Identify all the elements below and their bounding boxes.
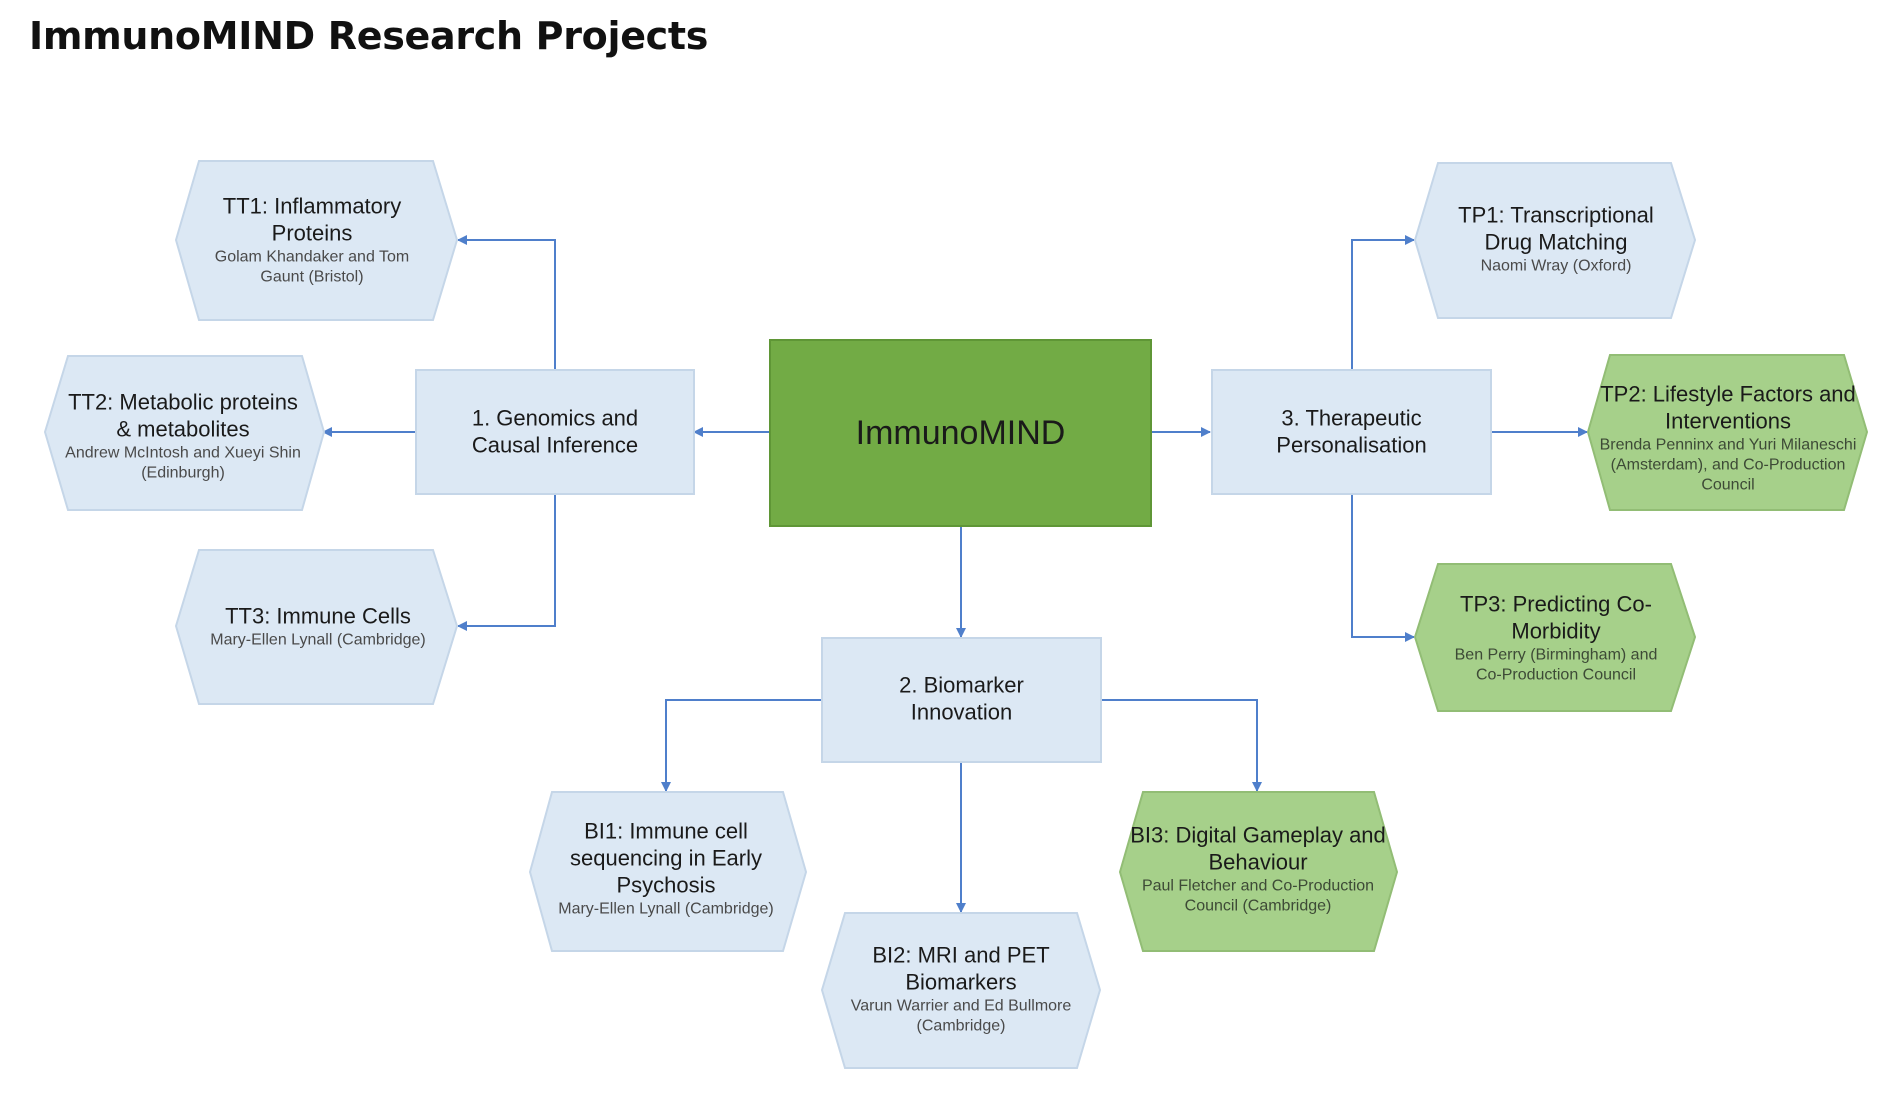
project-title-line: TP3: Predicting Co- bbox=[1460, 592, 1652, 617]
project-people-line: (Cambridge) bbox=[917, 1018, 1006, 1035]
theme-box-shape bbox=[1211, 369, 1492, 495]
project-bi2: BI2: MRI and PET Biomarkers Varun Warrie… bbox=[820, 912, 1102, 1069]
project-people-line: (Edinburgh) bbox=[141, 465, 225, 482]
theme-label-line1: 2. Biomarker bbox=[899, 673, 1024, 698]
project-tt2: TT2: Metabolic proteins & metabolites An… bbox=[43, 355, 326, 511]
hexagon-shape bbox=[174, 160, 459, 321]
project-title-line: TT2: Metabolic proteins bbox=[68, 390, 298, 415]
project-people-line: Andrew McIntosh and Xueyi Shin bbox=[65, 445, 301, 462]
project-title-line: BI1: Immune cell bbox=[584, 819, 748, 844]
theme-box-shape bbox=[415, 369, 695, 495]
project-title-line: BI3: Digital Gameplay and bbox=[1130, 823, 1386, 848]
theme-biomarker: 2. Biomarker Innovation bbox=[821, 637, 1102, 763]
connector-biomarker-to-bi1 bbox=[661, 699, 822, 792]
hexagon-shape bbox=[528, 791, 808, 952]
project-title-line: Drug Matching bbox=[1484, 230, 1627, 255]
project-bi3: BI3: Digital Gameplay and Behaviour Paul… bbox=[1118, 791, 1399, 952]
project-title-line: BI2: MRI and PET bbox=[872, 943, 1049, 968]
project-title-line: Psychosis bbox=[616, 873, 715, 898]
project-tp2: TP2: Lifestyle Factors and Interventions… bbox=[1586, 354, 1869, 511]
hexagon-shape bbox=[820, 912, 1102, 1069]
theme-label-line2: Innovation bbox=[911, 700, 1013, 725]
project-people-line: Brenda Penninx and Yuri Milaneschi bbox=[1600, 437, 1857, 454]
project-people-line: Varun Warrier and Ed Bullmore bbox=[851, 998, 1072, 1015]
theme-label-line2: Causal Inference bbox=[472, 433, 638, 458]
theme-therapeutic: 3. Therapeutic Personalisation bbox=[1211, 369, 1492, 495]
project-title-line: Biomarkers bbox=[905, 970, 1016, 995]
hexagon-shape bbox=[1586, 354, 1869, 511]
project-title-line: TP1: Transcriptional bbox=[1458, 203, 1654, 228]
hexagon-shape bbox=[174, 549, 459, 705]
theme-label-line2: Personalisation bbox=[1276, 433, 1426, 458]
project-title-line: & metabolites bbox=[116, 417, 249, 442]
project-people-line: Paul Fletcher and Co-Production bbox=[1142, 878, 1374, 895]
page-title: ImmunoMIND Research Projects bbox=[29, 14, 709, 58]
theme-label-line1: 3. Therapeutic bbox=[1281, 406, 1421, 431]
project-tp3: TP3: Predicting Co- Morbidity Ben Perry … bbox=[1413, 563, 1697, 712]
project-people-line: Gaunt (Bristol) bbox=[260, 269, 363, 286]
project-people-line: Mary-Ellen Lynall (Cambridge) bbox=[210, 632, 425, 649]
project-people-line: Co-Production Council bbox=[1476, 667, 1636, 684]
project-title-line: TP2: Lifestyle Factors and bbox=[1600, 382, 1856, 407]
project-title-line: Proteins bbox=[272, 221, 353, 246]
project-title-line: TT1: Inflammatory bbox=[223, 194, 401, 219]
theme-genomics: 1. Genomics and Causal Inference bbox=[415, 369, 695, 495]
project-title-line: Morbidity bbox=[1511, 619, 1600, 644]
project-people-line: Council (Cambridge) bbox=[1185, 898, 1332, 915]
project-tt3: TT3: Immune Cells Mary-Ellen Lynall (Cam… bbox=[174, 549, 459, 705]
connector-biomarker-to-bi3 bbox=[1101, 699, 1262, 792]
hexagon-shape bbox=[43, 355, 326, 511]
theme-box-shape bbox=[821, 637, 1102, 763]
theme-label-line1: 1. Genomics and bbox=[472, 406, 638, 431]
connector-genomics-to-tt3 bbox=[457, 494, 556, 631]
project-title-line: Behaviour bbox=[1208, 850, 1307, 875]
project-people-line: (Amsterdam), and Co-Production bbox=[1611, 457, 1846, 474]
hexagon-shape bbox=[1413, 563, 1697, 712]
project-people-line: Naomi Wray (Oxford) bbox=[1481, 258, 1632, 275]
center-node-label: ImmunoMIND bbox=[856, 414, 1066, 452]
connector-genomics-to-tt1 bbox=[457, 235, 556, 370]
project-people-line: Mary-Ellen Lynall (Cambridge) bbox=[558, 901, 773, 918]
connector-therapeutic-to-tp3 bbox=[1351, 494, 1415, 642]
center-node-shape bbox=[769, 339, 1152, 527]
project-tp1: TP1: Transcriptional Drug Matching Naomi… bbox=[1413, 162, 1697, 319]
project-people-line: Ben Perry (Birmingham) and bbox=[1455, 647, 1658, 664]
immunomind-center-node: ImmunoMIND bbox=[769, 339, 1152, 527]
hexagon-shape bbox=[1118, 791, 1399, 952]
project-people-line: Council bbox=[1701, 477, 1754, 494]
project-tt1: TT1: Inflammatory Proteins Golam Khandak… bbox=[174, 160, 459, 321]
project-title-line: TT3: Immune Cells bbox=[225, 604, 411, 629]
connector-therapeutic-to-tp1 bbox=[1351, 235, 1415, 370]
project-title-line: Interventions bbox=[1665, 409, 1791, 434]
hexagon-shape bbox=[1413, 162, 1697, 319]
project-title-line: sequencing in Early bbox=[570, 846, 762, 871]
project-bi1: BI1: Immune cell sequencing in Early Psy… bbox=[528, 791, 808, 952]
project-people-line: Golam Khandaker and Tom bbox=[215, 249, 409, 266]
